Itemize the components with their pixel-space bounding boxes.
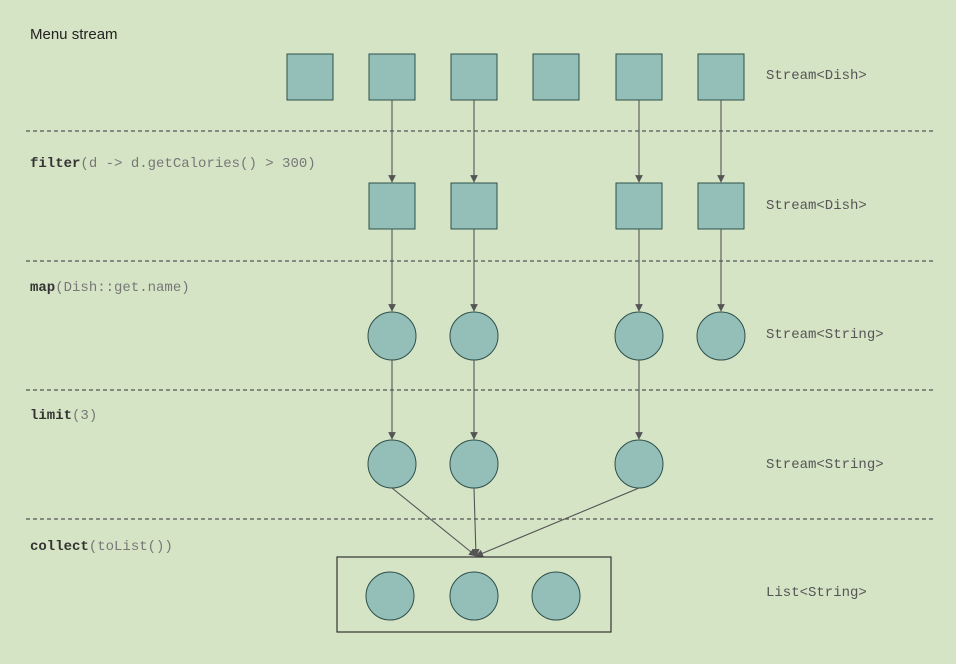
name-circle [367, 311, 417, 361]
op-limit: limit(3) [30, 408, 97, 424]
limited-name-circle [449, 439, 499, 489]
dish-square [368, 53, 416, 101]
op-filter: filter(d -> d.getCalories() > 300) [30, 156, 316, 172]
list-item-circle [449, 571, 499, 621]
dish-square [697, 53, 745, 101]
op-filter-args: (d -> d.getCalories() > 300) [80, 156, 316, 172]
type-label-source: Stream<Dish> [766, 68, 867, 84]
dish-square [615, 53, 663, 101]
list-item-circle [531, 571, 581, 621]
op-map-name: map [30, 280, 56, 296]
type-label-filter: Stream<Dish> [766, 198, 867, 214]
filtered-dish-square [368, 182, 416, 230]
op-limit-name: limit [30, 408, 73, 424]
name-circle [449, 311, 499, 361]
collect-arrow [471, 487, 480, 557]
dish-square [450, 53, 498, 101]
op-collect: collect(toList()) [30, 539, 173, 555]
list-item-circle [365, 571, 415, 621]
op-collect-name: collect [30, 539, 89, 555]
collect-arrow [475, 487, 640, 557]
op-map-args: (Dish::get.name) [55, 280, 190, 296]
list-container [336, 556, 612, 633]
dish-square [286, 53, 334, 101]
dish-square [532, 53, 580, 101]
collect-arrow [391, 487, 477, 557]
filtered-dish-square [697, 182, 745, 230]
op-limit-args: (3) [72, 408, 98, 424]
filtered-dish-square [450, 182, 498, 230]
limited-name-circle [614, 439, 664, 489]
op-collect-args: (toList()) [88, 539, 173, 555]
filtered-dish-square [615, 182, 663, 230]
name-circle [614, 311, 664, 361]
type-label-limit: Stream<String> [766, 457, 884, 473]
name-circle [696, 311, 746, 361]
op-map: map(Dish::get.name) [30, 280, 190, 296]
type-label-map: Stream<String> [766, 327, 884, 343]
diagram-title: Menu stream [30, 26, 118, 43]
op-filter-name: filter [30, 156, 81, 172]
type-label-collect: List<String> [766, 585, 867, 601]
limited-name-circle [367, 439, 417, 489]
